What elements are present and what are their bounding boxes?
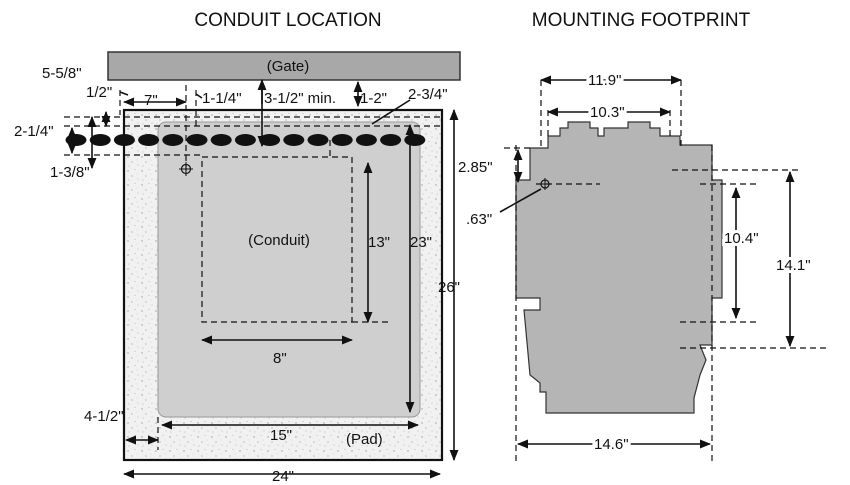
chain-link: [186, 134, 208, 146]
dim-63: .63": [466, 211, 492, 228]
dim-2-3-4: 2-3/4": [408, 86, 448, 103]
footprint-dimension-labels: 11.9" 10.3" 2.85" .63" 10.4" 14.1" 14.6": [458, 69, 814, 456]
dim-14-6: 14.6": [594, 436, 629, 453]
chain-link: [113, 134, 135, 146]
gate-label: (Gate): [267, 58, 310, 75]
dim-26: 26": [438, 279, 460, 296]
conduit-location-title: CONDUIT LOCATION: [194, 10, 381, 31]
chain-link: [234, 134, 256, 146]
dim-24: 24": [272, 468, 294, 485]
dim-1-2: 1/2": [86, 84, 112, 101]
gate-operator-footprint: [515, 121, 723, 414]
chain-link: [283, 134, 305, 146]
chain-link: [404, 134, 426, 146]
chain-link: [162, 134, 184, 146]
dim-2-1-4: 2-1/4": [14, 123, 54, 140]
mounting-footprint-title: MOUNTING FOOTPRINT: [532, 10, 751, 31]
chain-link: [307, 134, 329, 146]
conduit-location-diagram: CONDUIT LOCATION (Gate) (Conduit): [14, 10, 461, 485]
chain-link: [89, 134, 111, 146]
chain-link: [331, 134, 353, 146]
dim-2-85: 2.85": [458, 159, 493, 176]
dim-1-1-4: 1-1/4": [202, 90, 242, 107]
dim-15: 15": [270, 427, 292, 444]
dim-1-3-8: 1-3/8": [50, 164, 90, 181]
dim-13: 13": [368, 234, 390, 251]
dim-14-1: 14.1": [776, 257, 811, 274]
chain-link: [138, 134, 160, 146]
dim-4-1-2: 4-1/2": [84, 408, 124, 425]
gate-footprint-area: [157, 121, 421, 418]
dim-1-2in: 1-2": [360, 90, 387, 107]
dim-10-3: 10.3": [590, 104, 625, 121]
pad-label: (Pad): [346, 431, 383, 448]
conduit-area: [201, 156, 353, 323]
chain-link: [380, 134, 402, 146]
chain-link: [355, 134, 377, 146]
conduit-label: (Conduit): [248, 232, 310, 249]
chain-link: [210, 134, 232, 146]
conduit-dimension-labels: 5-5/8" 1/2" 7" 1-1/4" 3-1/2" min. 1-2" 2…: [14, 65, 460, 485]
dim-5-5-8: 5-5/8": [42, 65, 82, 82]
dim-23: 23": [410, 234, 432, 251]
dim-8: 8": [273, 350, 287, 367]
dim-11-9: 11.9": [588, 72, 621, 89]
dim-7: 7": [144, 92, 158, 109]
mounting-footprint-diagram: MOUNTING FOOTPRINT 11.9" 10.3" 2.85": [458, 10, 830, 465]
dim-3-1-2-min: 3-1/2" min.: [264, 90, 336, 107]
gate-chain: [65, 134, 426, 146]
dim-10-4: 10.4": [724, 230, 759, 247]
gate-bar: [107, 51, 461, 81]
chain-link: [65, 134, 87, 146]
